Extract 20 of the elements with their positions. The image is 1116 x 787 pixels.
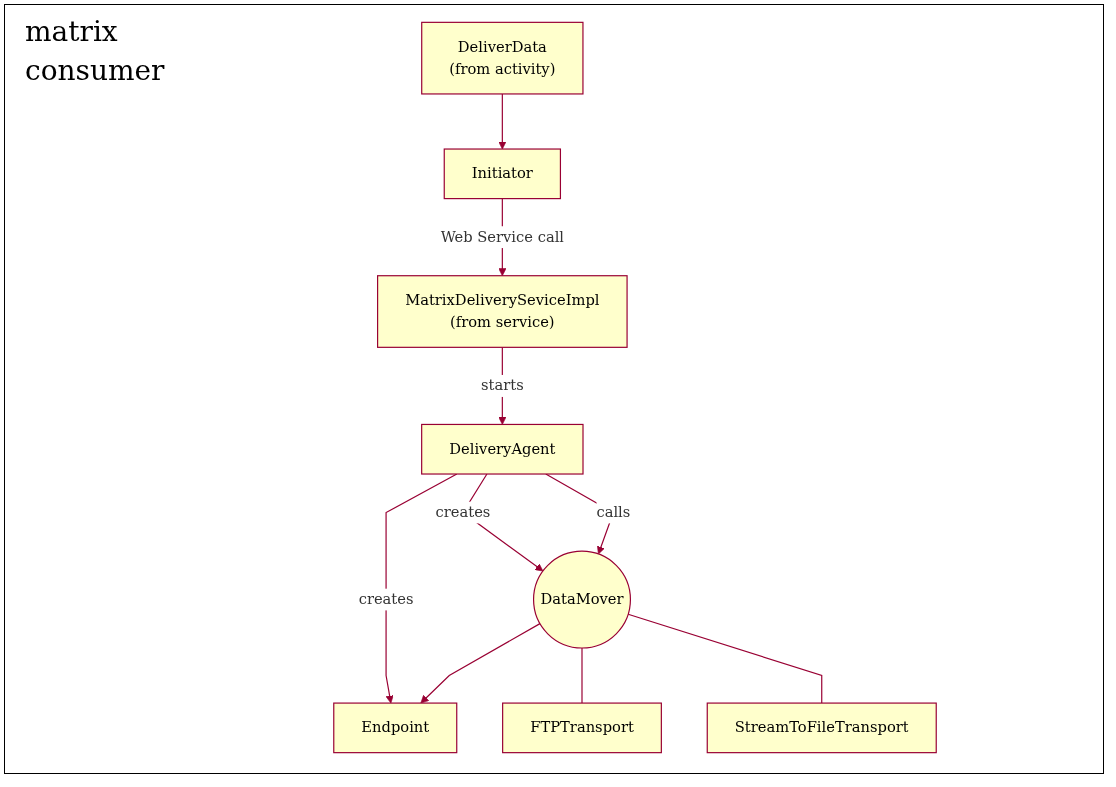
arrow xyxy=(420,623,541,704)
package-name: matrix xyxy=(25,15,119,48)
node-circle: DataMover xyxy=(532,550,632,649)
arrow xyxy=(385,473,458,704)
node-box: Initiator xyxy=(443,148,561,200)
node-box: DeliveryAgent xyxy=(421,423,584,475)
edge-label: creates xyxy=(435,503,491,521)
edge-label: creates xyxy=(358,590,414,608)
node-box: FTPTransport xyxy=(502,702,662,754)
edge-label: calls xyxy=(596,503,631,521)
package-name: consumer xyxy=(25,54,165,87)
node-box: DeliverData (from activity) xyxy=(421,21,584,95)
edge-label: Web Service call xyxy=(440,227,565,246)
connector xyxy=(581,647,583,704)
node-box: MatrixDeliverySeviceImpl (from service) xyxy=(377,275,628,348)
arrow xyxy=(498,93,507,150)
edge-label: starts xyxy=(481,376,524,395)
node-box: StreamToFileTransport xyxy=(706,702,937,754)
connector xyxy=(627,613,823,704)
node-box: Endpoint xyxy=(333,702,458,754)
